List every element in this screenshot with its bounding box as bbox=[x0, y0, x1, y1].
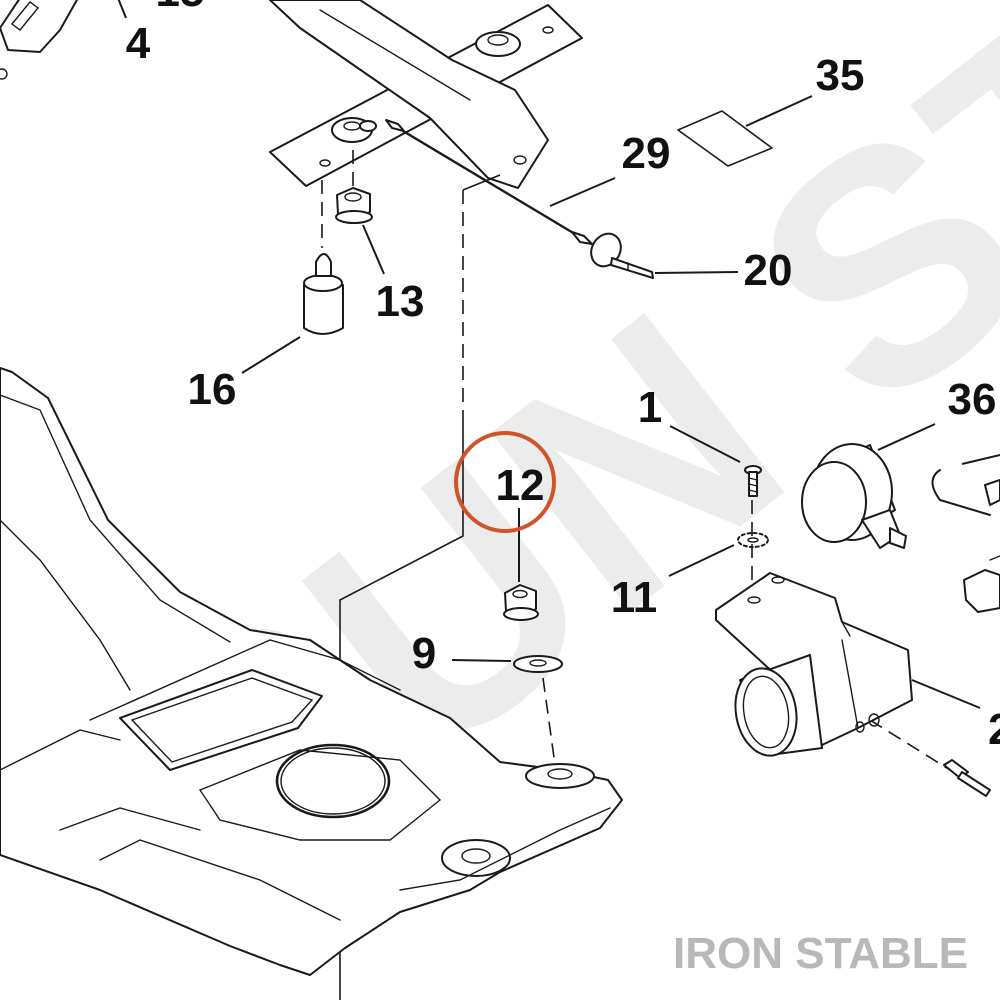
callout-15: 15 bbox=[156, 0, 205, 16]
lanyard-cable bbox=[385, 119, 654, 279]
callout-2: 2 bbox=[988, 705, 1000, 754]
wire-connector bbox=[931, 469, 1000, 613]
bracket-screw bbox=[943, 759, 991, 797]
callout-36: 36 bbox=[948, 375, 997, 424]
callout-4: 4 bbox=[126, 19, 151, 68]
callout-20: 20 bbox=[744, 246, 793, 295]
top-left-bracket bbox=[0, 0, 127, 80]
gauge-36 bbox=[801, 443, 907, 549]
callout-13: 13 bbox=[376, 277, 425, 326]
rubber-bumper-16 bbox=[303, 253, 344, 335]
callout-16: 16 bbox=[188, 365, 237, 414]
flange-nut-13 bbox=[335, 187, 373, 224]
callout-29: 29 bbox=[622, 129, 671, 178]
callouts: 4 15 35 29 20 13 16 1 36 12 11 9 2 bbox=[126, 0, 1000, 754]
callout-9: 9 bbox=[412, 629, 436, 678]
callout-1: 1 bbox=[638, 383, 662, 432]
top-mounting-plate bbox=[269, 0, 583, 189]
callout-35: 35 bbox=[816, 51, 865, 100]
highlight-circle bbox=[454, 431, 556, 533]
callout-11: 11 bbox=[611, 573, 658, 622]
main-frame-casting bbox=[0, 367, 623, 976]
decal-sticker bbox=[677, 110, 773, 167]
callout-12: 12 bbox=[496, 461, 545, 510]
right-bracket bbox=[715, 572, 913, 757]
screw-1 bbox=[744, 465, 762, 497]
brand-watermark: IRON STABLE bbox=[673, 929, 968, 978]
washer-9 bbox=[513, 655, 563, 673]
lock-washer-11 bbox=[737, 532, 769, 548]
flange-nut-12 bbox=[503, 584, 539, 621]
leader-lines bbox=[241, 95, 1000, 709]
